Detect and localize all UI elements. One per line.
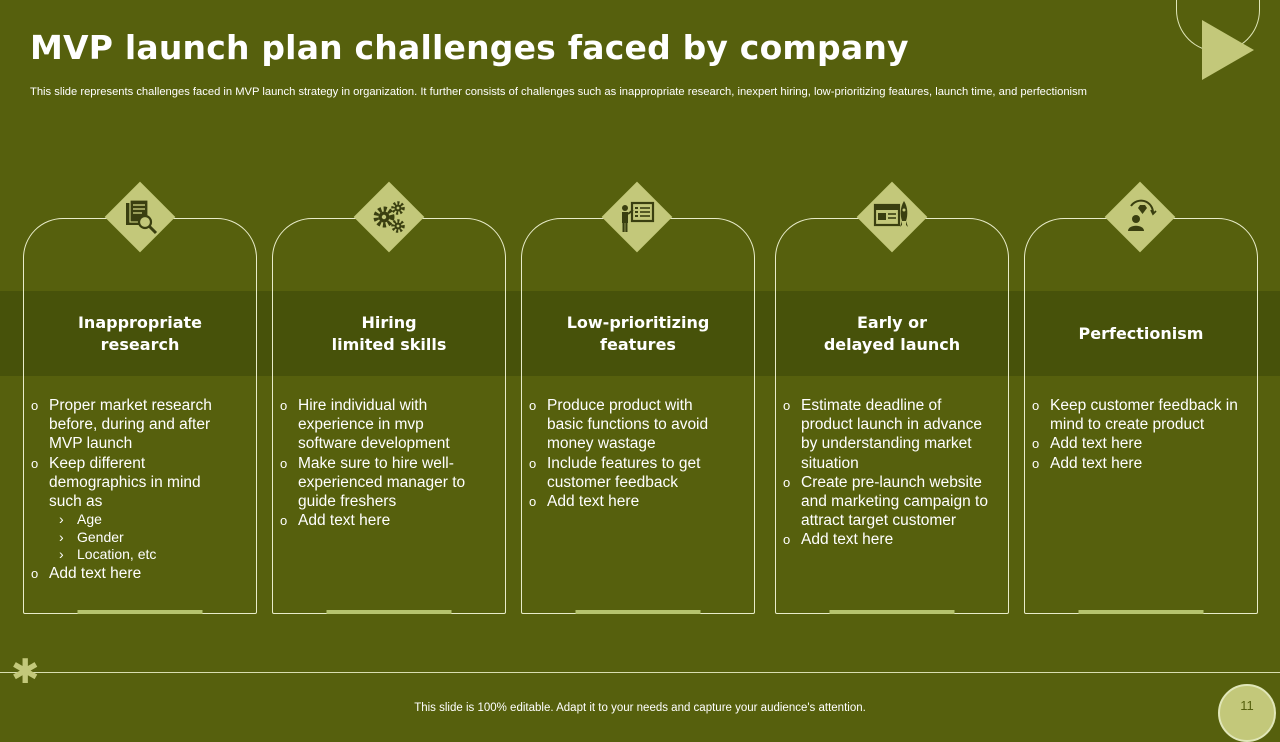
card-accent-bar [1078, 610, 1204, 614]
list-item: Produce product with basic functions to … [529, 396, 729, 454]
list-item: Add text here [529, 492, 729, 511]
list-item: Add text here [31, 564, 231, 583]
list-item: Add text here [783, 530, 993, 549]
footer-divider [0, 672, 1280, 673]
list-item: Keep different demographics in mind such… [31, 454, 231, 564]
card-title-4: Early or delayed launch [823, 312, 961, 354]
user-diamond-icon [1104, 181, 1176, 253]
list-item: Estimate deadline of product launch in a… [783, 396, 993, 473]
list-item: Create pre-launch website and marketing … [783, 473, 993, 531]
card-title-5: Perfectionism [1078, 323, 1204, 343]
sub-list-item: Age [49, 511, 231, 529]
sub-list-item: Gender [49, 529, 231, 547]
sub-list-item: Location, etc [49, 546, 231, 564]
list-item: Add text here [280, 511, 480, 530]
footer-note: This slide is 100% editable. Adapt it to… [414, 702, 866, 714]
research-document-magnifier-icon [104, 181, 176, 253]
card-list-4: Estimate deadline of product launch in a… [783, 396, 993, 550]
page-number-badge [1218, 684, 1276, 742]
card-accent-bar [829, 610, 955, 614]
card-list-5: Keep customer feedback in mind to create… [1032, 396, 1244, 473]
page-number: 11 [1240, 698, 1254, 713]
slide-subtitle: This slide represents challenges faced i… [30, 86, 1087, 98]
gears-icon [353, 181, 425, 253]
list-item: Keep customer feedback in mind to create… [1032, 396, 1244, 434]
browser-rocket-icon [856, 181, 928, 253]
card-list-2: Hire individual with experience in mvp s… [280, 396, 480, 531]
card-list-3: Produce product with basic functions to … [529, 396, 729, 511]
card-title-3: Low-prioritizing features [566, 312, 710, 354]
list-item: Proper market research before, during an… [31, 396, 231, 454]
card-title-1: Inappropriate research [77, 312, 203, 354]
card-accent-bar [575, 610, 701, 614]
list-item: Hire individual with experience in mvp s… [280, 396, 480, 454]
asterisk-icon: ✱ [11, 653, 40, 691]
presenter-board-icon [601, 181, 673, 253]
list-item: Add text here [1032, 454, 1244, 473]
list-item: Make sure to hire well-experienced manag… [280, 454, 480, 512]
card-accent-bar [326, 610, 452, 614]
list-item: Add text here [1032, 434, 1244, 453]
card-list-1: Proper market research before, during an… [31, 396, 231, 583]
title-band [0, 291, 1280, 376]
slide-title: MVP launch plan challenges faced by comp… [30, 28, 909, 67]
list-item: Include features to get customer feedbac… [529, 454, 729, 492]
card-title-2: Hiring limited skills [331, 312, 447, 354]
card-accent-bar [77, 610, 203, 614]
play-arrow-icon [1202, 20, 1254, 80]
